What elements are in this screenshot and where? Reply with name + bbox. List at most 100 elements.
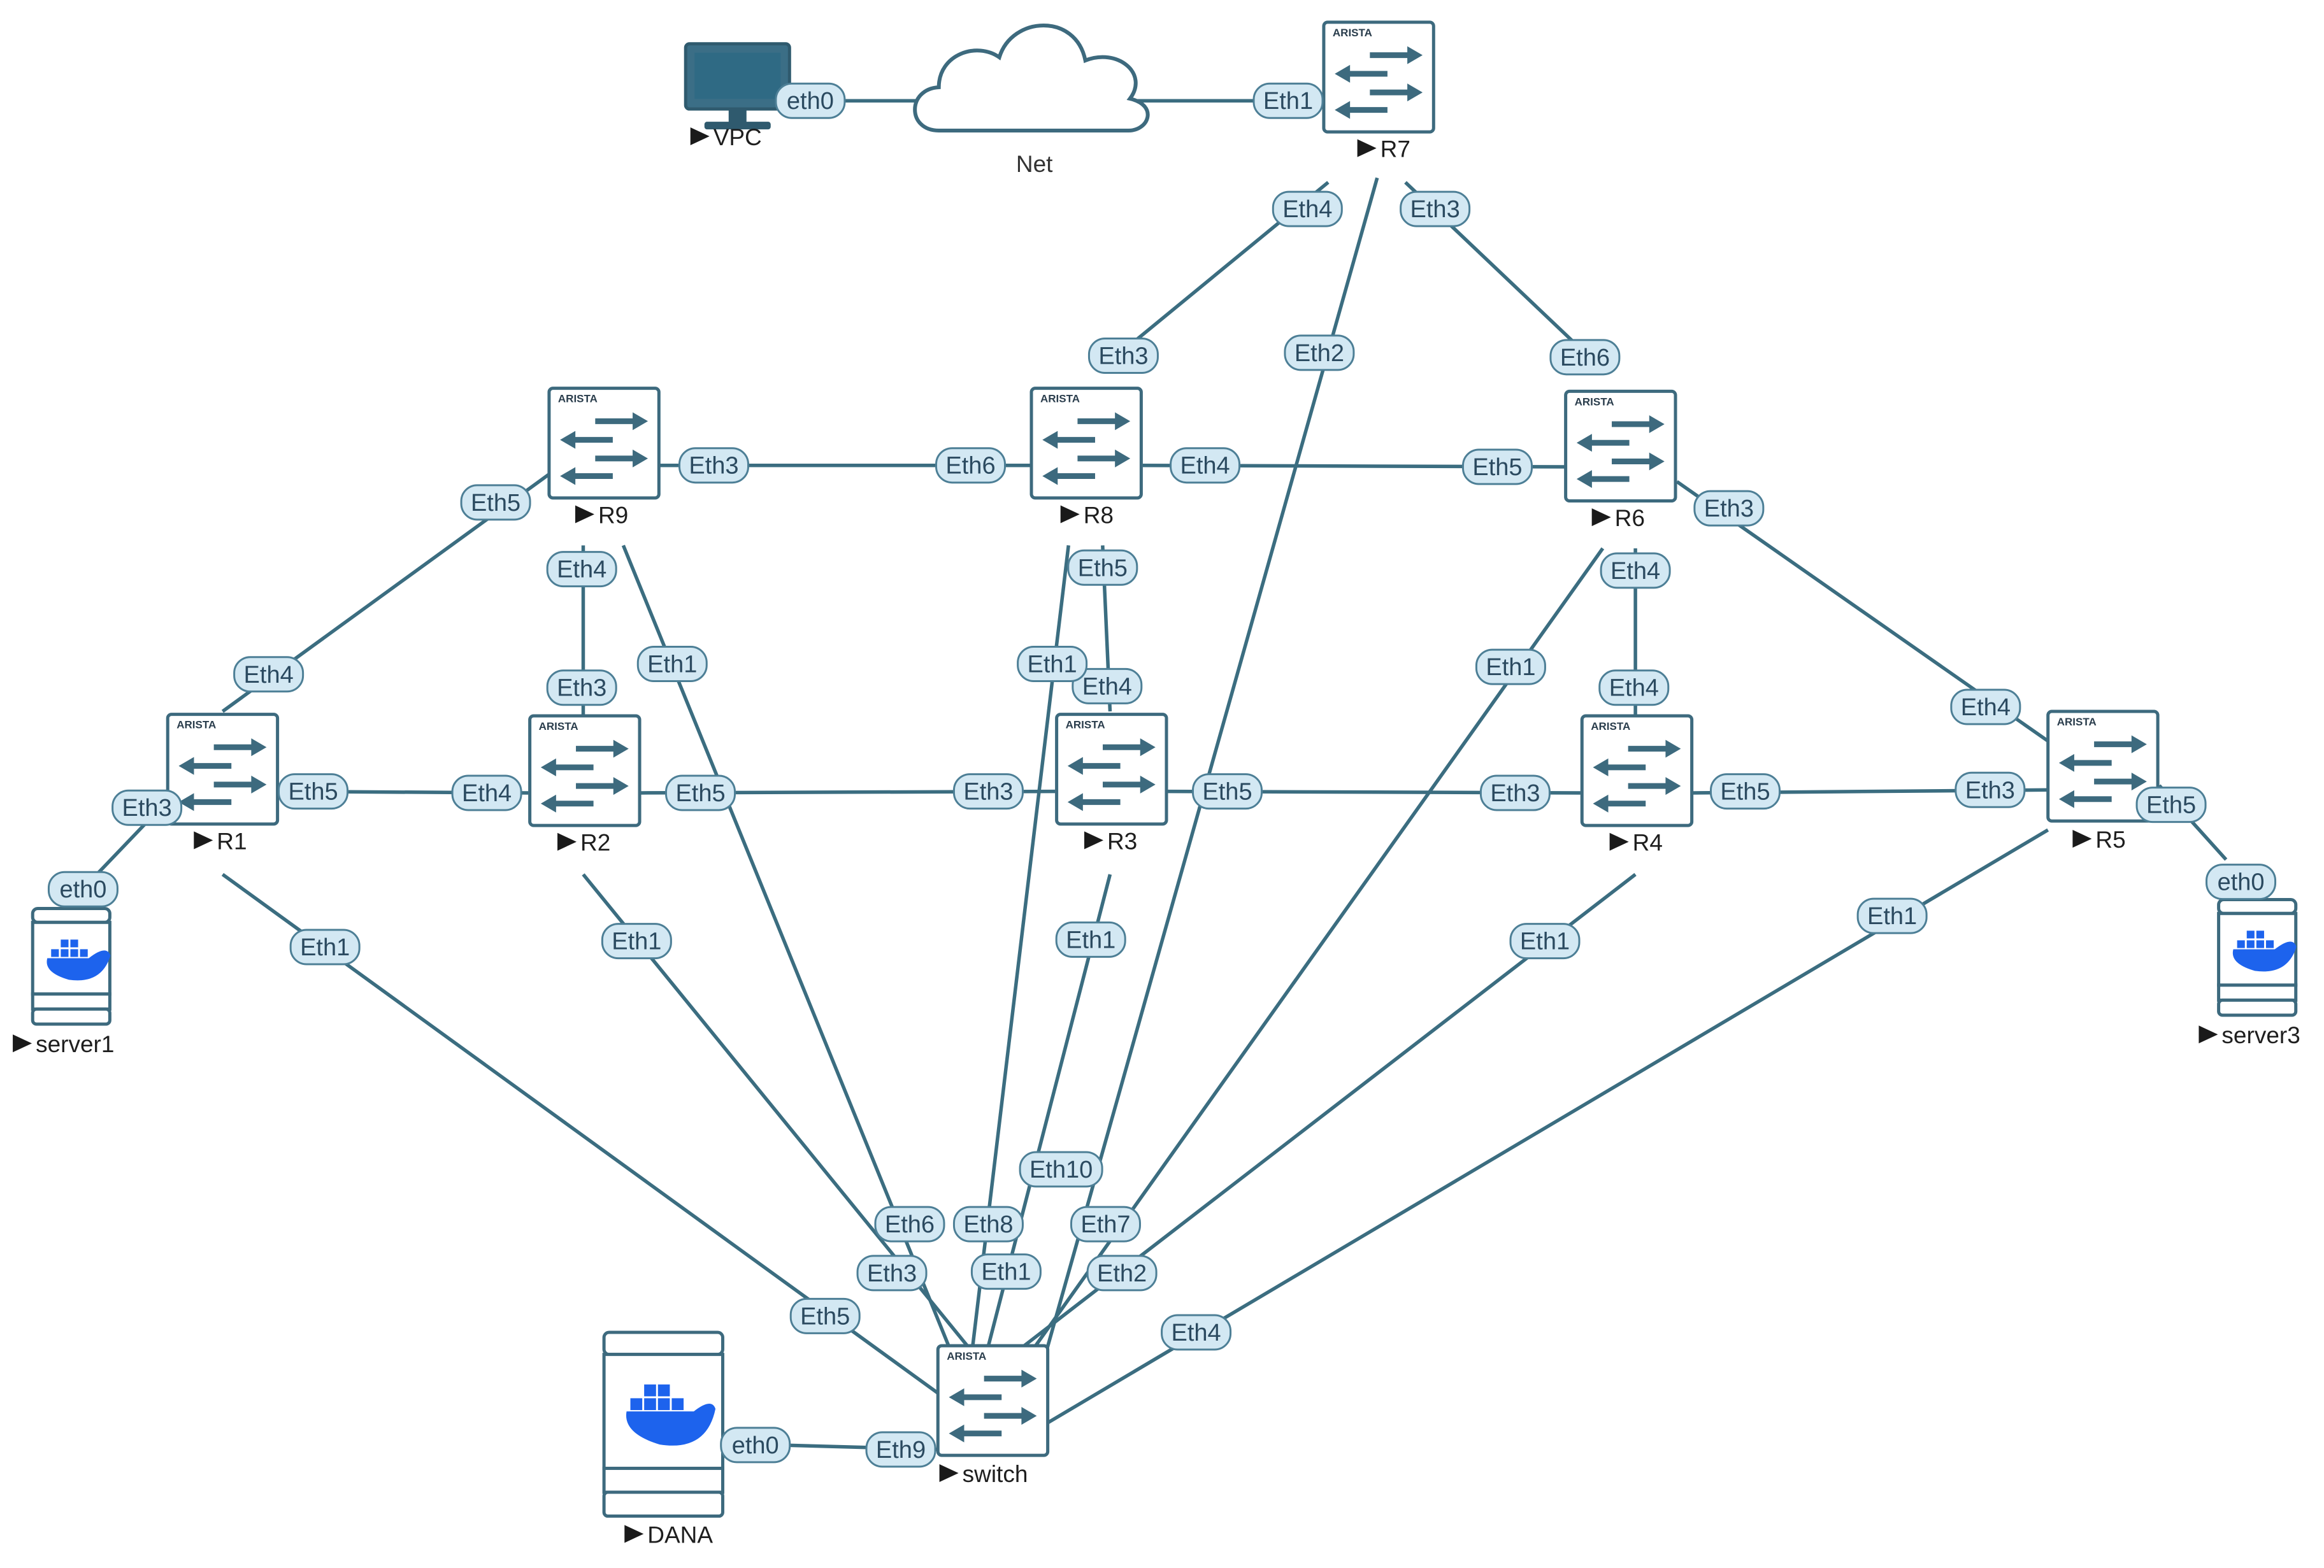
- interface-badge: [111, 789, 183, 826]
- iface-r9-eth1: Eth1: [636, 646, 708, 683]
- iface-r3-eth1: Eth1: [1055, 921, 1126, 958]
- arista-switch-icon: ARISTA: [166, 713, 280, 826]
- interface-label: Eth1: [300, 934, 350, 961]
- expand-arrow-icon[interactable]: [1591, 508, 1611, 527]
- interface-badge: [546, 551, 617, 588]
- interface-label: Eth3: [557, 675, 606, 702]
- node-net[interactable]: Net: [913, 23, 1150, 177]
- interface-badge: [865, 1431, 936, 1468]
- nodes-layer: VPCNetARISTAR7ARISTAR9ARISTAR8ARISTAR6AR…: [13, 20, 2300, 1548]
- expand-arrow-icon[interactable]: [2072, 830, 2092, 848]
- node-label: server3: [2221, 1022, 2300, 1048]
- interface-label: Eth4: [557, 557, 606, 583]
- interface-label: Eth1: [612, 929, 661, 955]
- expand-arrow-icon[interactable]: [13, 1034, 32, 1053]
- interface-badge: [720, 1427, 791, 1464]
- iface-r6-eth3: Eth3: [1693, 490, 1765, 527]
- interface-label: Eth1: [1520, 929, 1570, 955]
- interface-badge: [2135, 787, 2207, 823]
- interface-badge: [665, 774, 736, 811]
- node-label: VPC: [714, 124, 762, 150]
- iface-switch-eth8: Eth8: [952, 1206, 1024, 1243]
- node-label: DANA: [647, 1522, 713, 1548]
- interface-label: Eth3: [963, 779, 1013, 806]
- expand-arrow-icon[interactable]: [939, 1464, 959, 1483]
- interface-label: Eth3: [1098, 343, 1148, 369]
- brand-label: ARISTA: [1575, 396, 1614, 408]
- brand-label: ARISTA: [176, 719, 216, 731]
- expand-arrow-icon[interactable]: [194, 831, 213, 850]
- interface-label: Eth4: [1609, 675, 1659, 702]
- node-server1[interactable]: server1: [13, 906, 114, 1057]
- interface-label: Eth3: [1965, 777, 2015, 804]
- docker-icon: [2232, 930, 2297, 972]
- node-vpc[interactable]: VPC: [684, 42, 791, 150]
- interface-badge: [1479, 774, 1551, 811]
- docker-server-icon: [2217, 898, 2298, 1017]
- expand-arrow-icon[interactable]: [2198, 1025, 2218, 1044]
- interface-label: Eth3: [1410, 196, 1460, 223]
- interface-badge: [952, 773, 1024, 810]
- interface-label: Eth5: [675, 780, 725, 807]
- iface-r2-eth1: Eth1: [601, 923, 672, 960]
- iface-r9-eth5: Eth5: [460, 484, 531, 521]
- iface-switch-eth7: Eth7: [1070, 1206, 1141, 1243]
- interface-label: Eth6: [1560, 345, 1610, 371]
- iface-r9-eth3: Eth3: [678, 447, 749, 484]
- iface-r6-eth4: Eth4: [1600, 552, 1671, 589]
- expand-arrow-icon[interactable]: [624, 1525, 644, 1543]
- interface-badge: [1067, 549, 1138, 586]
- brand-label: ARISTA: [1040, 393, 1080, 405]
- expand-arrow-icon[interactable]: [1084, 831, 1103, 850]
- interface-label: Eth4: [1610, 558, 1660, 585]
- interface-badge: [775, 82, 846, 119]
- interface-badge: [460, 484, 531, 521]
- interface-badge: [1072, 667, 1143, 704]
- interface-label: Eth1: [1867, 903, 1917, 930]
- interface-label: Eth5: [800, 1303, 850, 1330]
- link-r7-switch[interactable]: [1044, 177, 1379, 1352]
- node-server3[interactable]: server3: [2198, 898, 2300, 1049]
- expand-arrow-icon[interactable]: [690, 127, 710, 146]
- interface-label: Eth8: [963, 1211, 1013, 1238]
- interface-label: Eth2: [1097, 1260, 1147, 1287]
- interface-badge: [1461, 448, 1533, 485]
- interface-badge: [278, 773, 349, 810]
- interface-label: Eth1: [1263, 88, 1313, 115]
- iface-r3-eth4: Eth4: [1072, 667, 1143, 704]
- expand-arrow-icon[interactable]: [575, 505, 594, 524]
- node-dana[interactable]: DANA: [602, 1330, 724, 1548]
- interface-label: Eth4: [1082, 673, 1132, 700]
- expand-arrow-icon[interactable]: [1060, 505, 1080, 524]
- interface-badge: [1055, 921, 1126, 958]
- interface-label: Eth10: [1029, 1157, 1093, 1183]
- interface-badge: [1161, 1314, 1232, 1351]
- iface-r8-eth5: Eth5: [1067, 549, 1138, 586]
- expand-arrow-icon[interactable]: [1609, 832, 1629, 851]
- iface-r4-eth1: Eth1: [1509, 923, 1581, 960]
- interface-badge: [1086, 1255, 1158, 1292]
- iface-r8-eth6: Eth6: [935, 447, 1006, 484]
- expand-arrow-icon[interactable]: [1357, 139, 1377, 157]
- node-label: R1: [217, 828, 247, 854]
- iface-r3-eth3: Eth3: [952, 773, 1024, 810]
- node-r1[interactable]: ARISTA R1: [166, 713, 280, 855]
- expand-arrow-icon[interactable]: [557, 832, 577, 851]
- iface-r1-eth5: Eth5: [278, 773, 349, 810]
- arista-switch-icon: ARISTA: [2046, 709, 2160, 823]
- interface-badge: [935, 447, 1006, 484]
- interface-label: Eth1: [1028, 652, 1077, 678]
- interface-label: Eth1: [1486, 654, 1535, 681]
- iface-switch-eth6: Eth6: [874, 1206, 945, 1243]
- interface-label: Eth9: [876, 1437, 926, 1464]
